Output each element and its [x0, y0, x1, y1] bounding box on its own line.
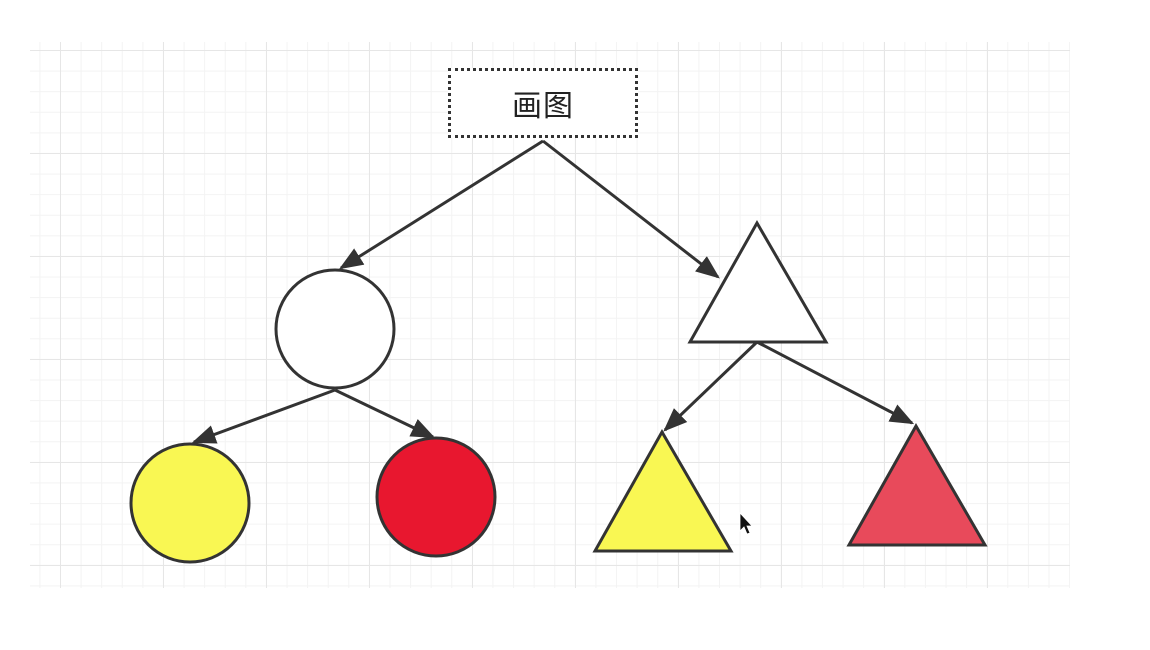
triangle-node-parent — [687, 219, 829, 344]
edge-circle-to-red-circle — [334, 388, 436, 439]
edge-root-to-triangle — [542, 139, 720, 279]
triangle-node-yellow — [592, 428, 734, 553]
edge-circle-to-yellow-circle — [191, 388, 336, 444]
root-node-box: 画图 — [448, 68, 638, 138]
root-node-label: 画图 — [512, 89, 574, 124]
mouse-cursor-icon — [739, 511, 753, 535]
circle-node-yellow — [129, 442, 251, 564]
edge-triangle-to-red-triangle — [756, 340, 915, 425]
edge-root-to-circle — [338, 139, 544, 270]
circle-node-parent — [274, 268, 396, 390]
edge-triangle-to-yellow-triangle — [663, 340, 759, 432]
triangle-node-red — [846, 422, 988, 547]
circle-node-red — [375, 436, 497, 558]
